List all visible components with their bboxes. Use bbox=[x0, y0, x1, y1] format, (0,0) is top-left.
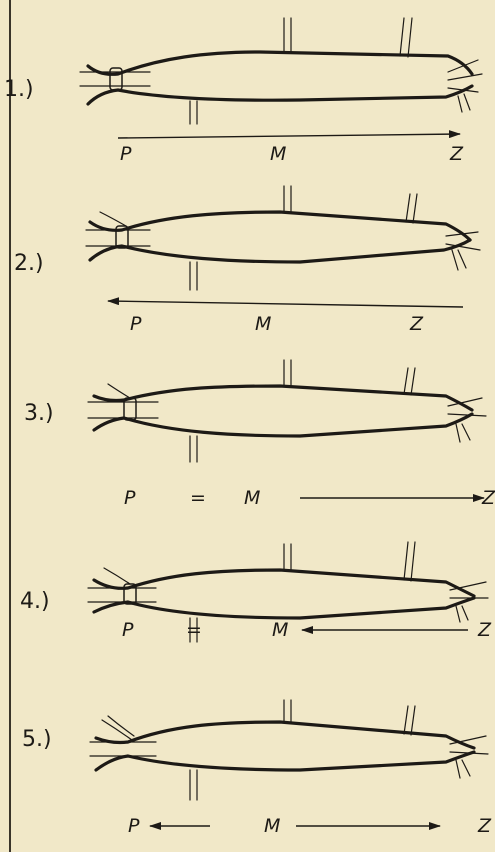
muscle-preparation-3 bbox=[88, 360, 486, 462]
label-1-m: M bbox=[270, 143, 286, 165]
label-2-m: M bbox=[255, 313, 271, 335]
diagram-3: 3.) P = M Z bbox=[24, 360, 495, 509]
diagram-2: 2.) P M Z bbox=[14, 186, 480, 335]
label-5-z: Z bbox=[477, 815, 492, 837]
label-2-p: P bbox=[130, 313, 142, 335]
electrode-4a bbox=[284, 544, 291, 570]
label-5-m: M bbox=[264, 815, 280, 837]
electrode-2b bbox=[406, 194, 417, 223]
muscle-preparation-5 bbox=[90, 700, 488, 800]
label-4-p: P bbox=[122, 619, 134, 641]
label-2-z: Z bbox=[409, 313, 424, 335]
electrode-4b bbox=[404, 542, 415, 581]
label-3-z: Z bbox=[481, 487, 495, 509]
ligature-p bbox=[110, 68, 122, 90]
label-4-eq: = bbox=[186, 619, 202, 641]
electrode-5b bbox=[404, 706, 415, 735]
electrode-1c bbox=[190, 101, 197, 124]
diagram-5-number: 5.) bbox=[22, 727, 52, 752]
arrow-1 bbox=[118, 134, 460, 138]
diagram-3-number: 3.) bbox=[24, 401, 54, 426]
label-1-p: P bbox=[120, 143, 132, 165]
electrode-1a bbox=[284, 18, 291, 52]
label-3-m: M bbox=[244, 487, 260, 509]
electrode-2a bbox=[284, 186, 291, 212]
label-1-z: Z bbox=[449, 143, 464, 165]
label-4-z: Z bbox=[477, 619, 492, 641]
ligature-p-3 bbox=[124, 398, 136, 420]
electrode-2c bbox=[190, 262, 197, 290]
electrode-1b bbox=[400, 18, 412, 57]
arrow-2 bbox=[108, 301, 463, 307]
electrode-5a bbox=[284, 700, 291, 722]
label-5-p: P bbox=[128, 815, 140, 837]
diagram-1-number: 1.) bbox=[4, 77, 34, 102]
muscle-preparation-2 bbox=[86, 186, 480, 290]
diagram-5: 5.) P M Z bbox=[22, 700, 492, 837]
electrode-5c bbox=[190, 770, 197, 800]
diagram-1: 1.) P M Z bbox=[4, 18, 482, 165]
electrode-3b bbox=[404, 368, 415, 395]
diagram-4: 4.) P = M Z bbox=[20, 542, 492, 642]
label-3-eq: = bbox=[190, 487, 206, 509]
diagram-4-number: 4.) bbox=[20, 589, 50, 614]
electrode-3c bbox=[190, 436, 197, 462]
diagram-2-number: 2.) bbox=[14, 251, 44, 276]
muscle-preparation-1 bbox=[80, 18, 482, 124]
label-4-m: M bbox=[272, 619, 288, 641]
electrode-3a bbox=[284, 360, 291, 386]
label-3-p: P bbox=[124, 487, 136, 509]
